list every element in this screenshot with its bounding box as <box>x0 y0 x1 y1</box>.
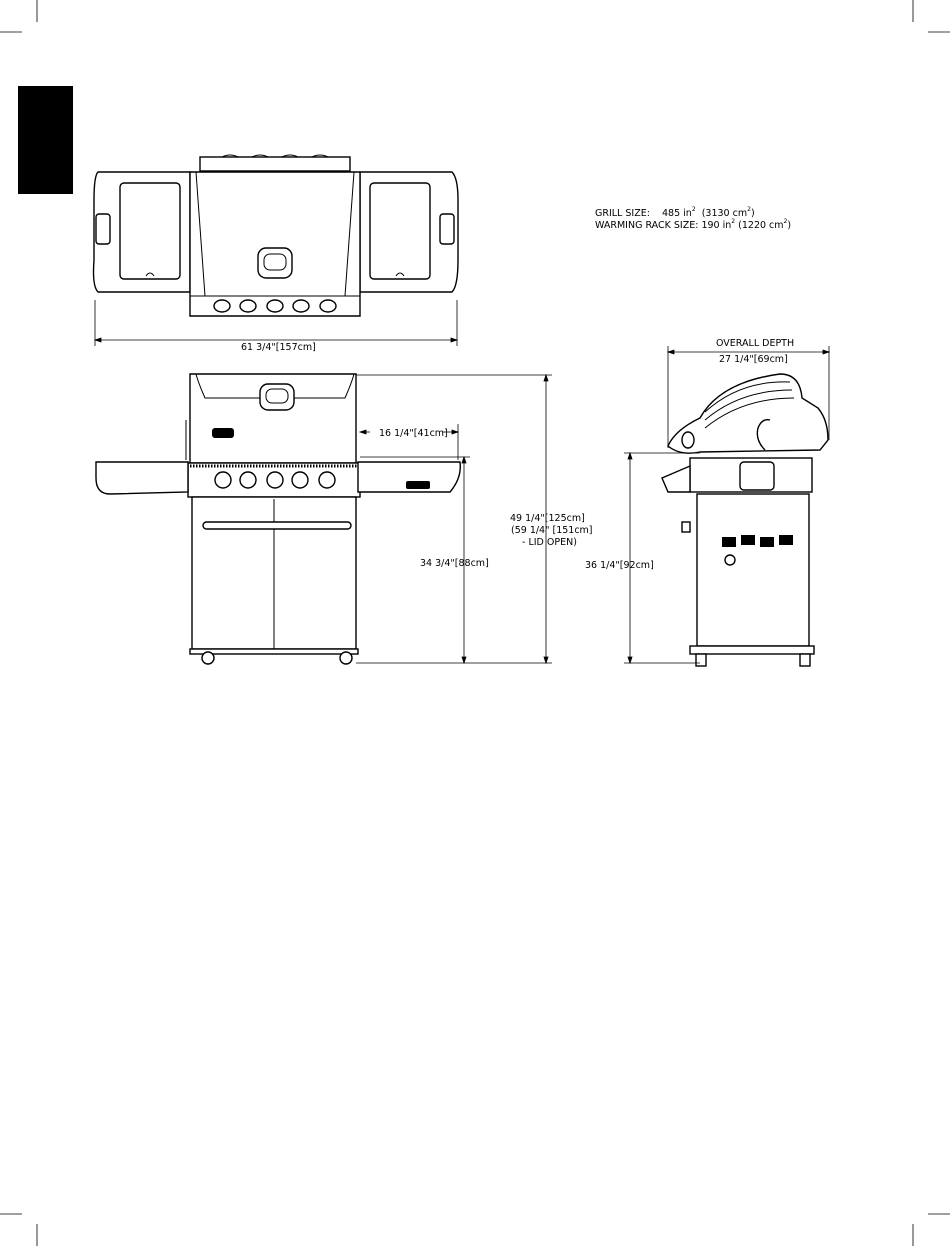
side-height-label: 36 1/4"[92cm] <box>585 560 654 571</box>
warming-rack-size-spec: WARMING RACK SIZE: 190 in2 (1220 cm2) <box>595 218 791 231</box>
overall-depth-label: 27 1/4"[69cm] <box>719 354 788 365</box>
lid-open-note: - LID OPEN) <box>522 537 577 548</box>
overall-depth-title: OVERALL DEPTH <box>716 338 794 349</box>
side-view-drawing <box>662 374 828 666</box>
lid-open-height-label: (59 1/4" [151cm] <box>511 525 593 536</box>
top-view-drawing <box>94 155 459 316</box>
shelf-width-label: 16 1/4"[41cm] <box>379 428 448 439</box>
language-tab <box>18 86 73 194</box>
cook-height-label: 34 3/4"[88cm] <box>420 558 489 569</box>
overall-height-label: 49 1/4"[125cm] <box>510 513 585 524</box>
front-view-drawing <box>96 374 460 664</box>
overall-width-label: 61 3/4"[157cm] <box>241 342 316 353</box>
